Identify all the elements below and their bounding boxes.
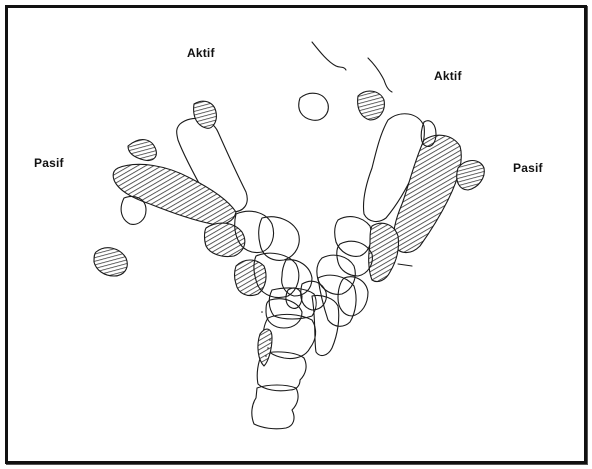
vertebra-base-side-b <box>318 275 356 326</box>
left-vertebra-isolated-hatched <box>94 248 127 276</box>
label-pasif-left: Pasif <box>34 156 64 170</box>
right-vertebra-long-hatched <box>393 135 461 252</box>
right-curve-top-a <box>312 42 346 70</box>
right-vertebra-3 <box>337 241 373 276</box>
vertebra-base-bottom <box>252 385 298 429</box>
left-vertebra-4 <box>205 223 245 256</box>
left-vertebra-6 <box>266 299 302 328</box>
left-vertebra-small-top <box>194 101 217 128</box>
right-curve-top-b <box>368 58 392 92</box>
left-vertebra-small-side <box>121 197 146 225</box>
label-aktif-right: Aktif <box>434 69 462 83</box>
vertebra-base-hatched <box>258 329 272 366</box>
right-vertebra-small-hatched <box>358 91 385 120</box>
label-pasif-right: Pasif <box>513 161 543 175</box>
left-vertebra-hatched-large <box>113 164 236 224</box>
label-aktif-left: Aktif <box>187 46 215 60</box>
lower-spine <box>252 275 356 429</box>
left-vertebra-outline-mid <box>128 140 156 161</box>
right-vertebra-top-isolated <box>299 93 329 120</box>
right-vertebra-isolated-hatched <box>457 161 485 191</box>
left-spine-branch <box>94 101 312 328</box>
right-tick <box>398 264 412 266</box>
right-vertebra-2 <box>335 217 372 257</box>
right-vertebra-2b <box>369 223 399 281</box>
